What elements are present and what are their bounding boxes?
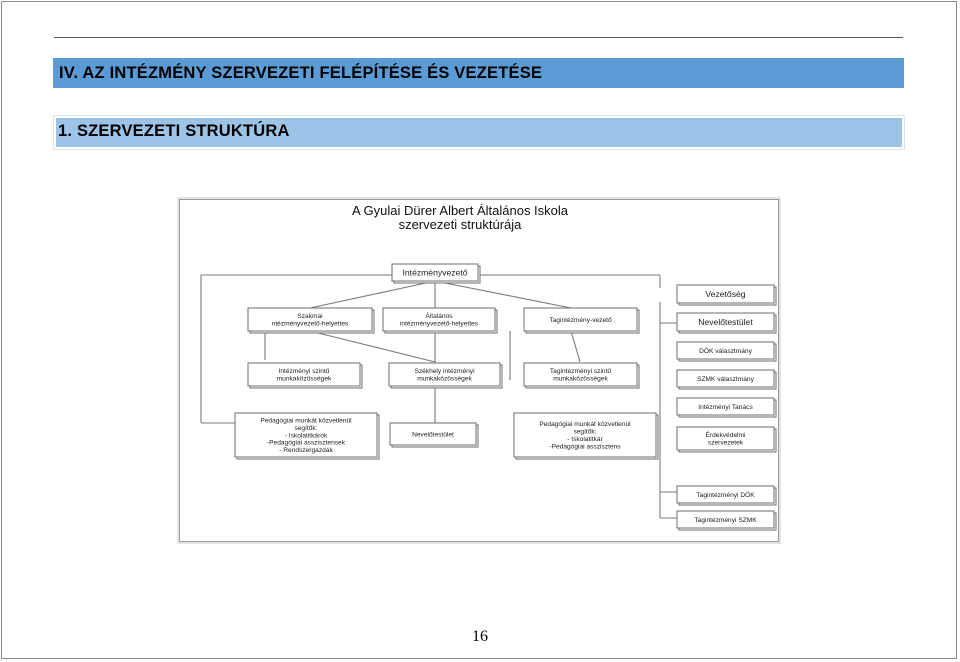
box-segitok-right-border (513, 412, 657, 458)
box-segitok-right-label: - Iskolatitkár (567, 436, 603, 443)
box-segitok-left-label: segítők: (294, 425, 317, 432)
box-tagintezmenyi-szmk: Tagintézményi SZMK (676, 510, 777, 531)
box-altalanos-helyettes-label: Általános (425, 311, 453, 320)
box-erdekvedelmi-border (676, 426, 775, 451)
box-nevelotestulet-right: Nevelőtestület (676, 312, 777, 334)
box-szekhely-munkakozossegek-label: munkaközösségek (417, 376, 472, 383)
box-segitok-left-label: - Rendszergazdák (279, 447, 333, 454)
page-number: 16 (472, 628, 488, 645)
box-segitok-right-label: Pedagógiai munkát közvetlenül (539, 421, 631, 428)
box-intezmenyvezeto-label: Intézményvezető (403, 268, 468, 278)
box-nevelotestulet-right-label: Nevelőtestület (698, 317, 753, 327)
chart-title-line1: A Gyulai Dürer Albert Általános Iskola (352, 203, 569, 218)
box-szakmai-helyettes-label: Szakmai (297, 313, 323, 320)
box-szakmai-helyettes-border (247, 307, 373, 332)
box-szmk-valasztmany-label: SZMK választmány (697, 376, 754, 383)
box-tagintezmenyi-dok-border (676, 485, 775, 504)
box-szekhely-munkakozossegek-label: Székhely intézményi (414, 368, 475, 375)
org-chart: A Gyulai Dürer Albert Általános Iskola s… (200, 203, 777, 531)
box-segitok-left-label: Pedagógiai munkát közvetlenül (260, 418, 352, 425)
box-vezetoseg-border (676, 284, 775, 304)
box-intezmenyi-tanacs: Intézményi Tanács (676, 397, 777, 418)
box-tagintezmenyi-munkakozossegek-label: Tagintézményi szintű (550, 368, 612, 375)
box-altalanos-helyettes-label: intézményvezető-helyettes (400, 321, 479, 328)
box-dok-valasztmany-label: DÖK választmány (699, 347, 752, 355)
box-intezmenyvezeto: Intézményvezető (391, 263, 481, 284)
box-segitok-left-label: -Pedagógiai asszisztensek (267, 440, 346, 447)
box-intezmenyvezeto-border (391, 263, 479, 282)
box-tagintezmenyi-szmk-label: Tagintézményi SZMK (694, 517, 757, 524)
box-erdekvedelmi-label: Érdekvédelmi (706, 430, 746, 439)
box-altalanos-helyettes-border (382, 307, 496, 332)
box-tagintezmeny-vezeto-label: Tagintézmény-vezető (549, 317, 612, 324)
chapter-heading: IV. AZ INTÉZMÉNY SZERVEZETI FELÉPÍTÉSE É… (53, 58, 904, 88)
box-tagintezmenyi-munkakozossegek-label: munkaközösségek (553, 376, 608, 383)
section-heading: 1. SZERVEZETI STRUKTÚRA (56, 118, 902, 147)
header-rule (54, 37, 903, 38)
box-nevelotestulet-middle-border (389, 422, 477, 446)
box-szekhely-munkakozossegek-border (388, 362, 501, 387)
box-nevelotestulet-right-border (676, 312, 775, 332)
box-szmk-valasztmany-border (676, 369, 775, 388)
box-szakmai-helyettes-label: ntézményvezető-helyettes (272, 321, 349, 328)
box-dok-valasztmany-border (676, 341, 775, 360)
box-nevelotestulet-middle-label: Nevelőtestület (412, 431, 454, 438)
box-tagintezmenyi-munkakozossegek-border (523, 362, 638, 387)
box-tagintezmenyi-dok-label: Tagintézményi DÖK (696, 491, 755, 499)
box-segitok-left-border (234, 412, 378, 458)
box-segitok-left-label: - Iskolatitkárok (285, 432, 328, 439)
box-erdekvedelmi-label: szervezetek (708, 440, 744, 447)
box-tagintezmeny-vezeto: Tagintézmény-vezető (523, 307, 640, 334)
box-vezetoseg: Vezetőség (676, 284, 777, 306)
box-dok-valasztmany: DÖK választmány (676, 341, 777, 362)
box-vezetoseg-label: Vezetőség (705, 289, 745, 299)
box-intezmenyi-tanacs-label: Intézményi Tanács (698, 404, 753, 411)
connector-lines (200, 274, 677, 519)
org-chart-image: A Gyulai Dürer Albert Általános Iskola s… (179, 199, 779, 542)
section-heading-box: 1. SZERVEZETI STRUKTÚRA (53, 115, 905, 150)
box-nevelotestulet-middle: Nevelőtestület (389, 422, 479, 448)
box-tagintezmeny-vezeto-border (523, 307, 638, 332)
box-szmk-valasztmany: SZMK választmány (676, 369, 777, 390)
box-segitok-right-label: segítők: (573, 429, 596, 436)
box-segitok-right-label: -Pedagógiai asszisztens (549, 443, 621, 450)
box-intezmenyi-munkakozossegek-label: Intézményi szintű (279, 368, 330, 375)
box-tagintezmenyi-szmk-border (676, 510, 775, 529)
box-intezmenyi-munkakozossegek-border (247, 362, 361, 387)
box-intezmenyi-munkakozossegek-label: munkaközösségek (277, 376, 332, 383)
box-tagintezmenyi-dok: Tagintézményi DÖK (676, 485, 777, 506)
chart-title-line2: szervezeti struktúrája (399, 217, 523, 232)
box-intezmenyi-tanacs-border (676, 397, 775, 416)
